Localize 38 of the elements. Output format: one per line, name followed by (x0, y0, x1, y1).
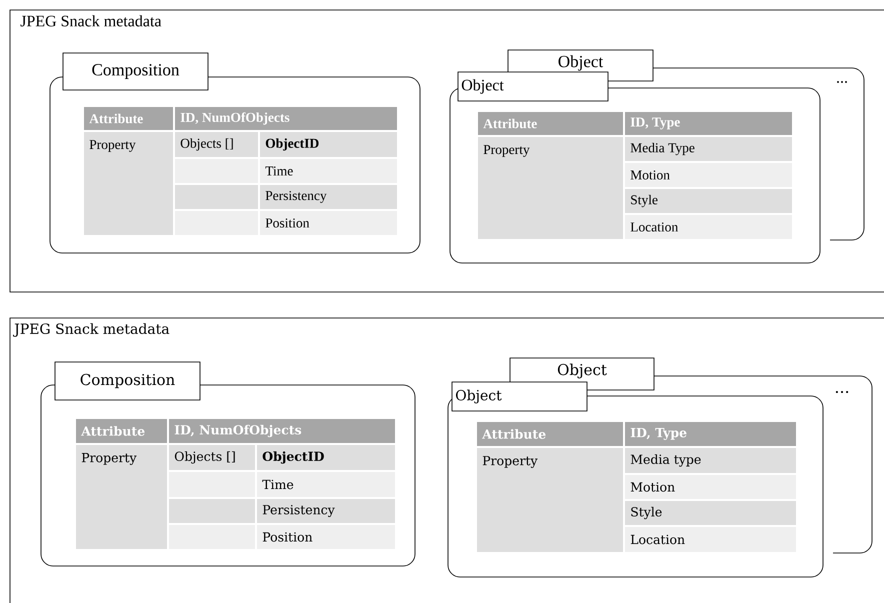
table-cell: Location (625, 527, 796, 552)
table-cell: Persistency (257, 499, 395, 523)
table-cell: Time (260, 159, 397, 183)
header-cell: Attribute (477, 422, 623, 446)
panel-title: JPEG Snack metadata (13, 323, 170, 337)
header-cell: ID, Type (625, 112, 792, 135)
table-cell: Property (477, 448, 623, 552)
header-cell: Attribute (478, 112, 623, 135)
panel-title: JPEG Snack metadata (20, 15, 162, 26)
table-cell: Location (625, 215, 792, 239)
header-cell: Attribute (76, 419, 167, 443)
tab-label: Composition (62, 52, 208, 90)
header-cell: ID, Type (625, 422, 796, 446)
table-cell: Media type (625, 448, 796, 473)
table-cell: Property (478, 137, 623, 239)
table-cell: Persistency (260, 185, 397, 209)
table-cell: Time (257, 472, 395, 497)
table-cell: Property (76, 445, 167, 549)
table-cell: ObjectID (257, 445, 395, 470)
header-cell: Attribute (84, 107, 173, 130)
tab-label: Object (452, 382, 588, 412)
header-cell: ID, NumOfObjects (169, 419, 395, 443)
header-cell: ID, NumOfObjects (175, 107, 397, 130)
table-cell: Motion (625, 163, 792, 187)
table-cell: Style (625, 501, 796, 525)
table-cell: Position (260, 211, 397, 235)
tab-label: Object (458, 72, 608, 102)
table-cell: Position (257, 525, 395, 549)
table-cell: Objects [] (169, 445, 255, 470)
tab-label: Composition (54, 362, 200, 400)
ellipsis: ... (836, 390, 848, 394)
ellipsis: ... (837, 81, 847, 83)
table-cell: Media Type (625, 137, 792, 161)
table-cell: Motion (625, 475, 796, 499)
table-cell: ObjectID (260, 132, 397, 157)
table-cell: Objects [] (175, 132, 258, 157)
table-cell: Property (84, 132, 173, 235)
table-cell: Style (625, 189, 792, 213)
